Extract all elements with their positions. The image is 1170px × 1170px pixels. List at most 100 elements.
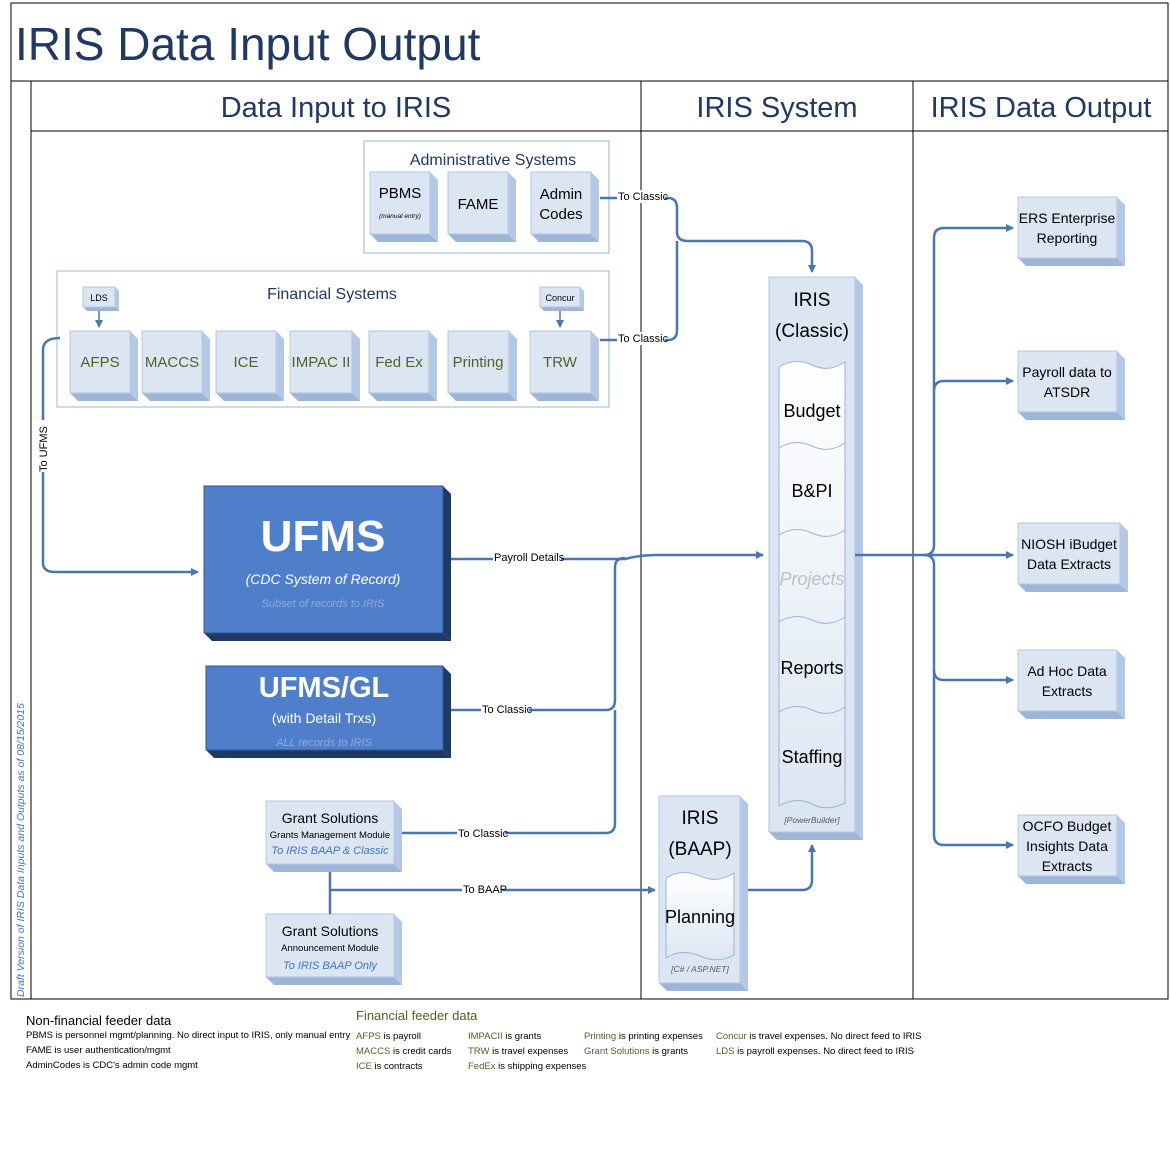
administrative-systems-group: Administrative Systems PBMS (manual entr… <box>363 140 610 254</box>
maccs-box: MACCS <box>141 330 210 401</box>
legend-item: IMPACII is grants <box>468 1031 542 1042</box>
flow-to-payroll-atsdr <box>932 377 1014 392</box>
module-divider-2 <box>778 529 846 537</box>
header-data-output: IRIS Data Output <box>931 92 1152 124</box>
output-3-line-2: Data Extracts <box>1027 556 1111 572</box>
grant-ann-title: Grant Solutions <box>282 923 379 939</box>
flow-classic-to-output-trunk <box>855 224 1014 557</box>
label-to-classic-financial: To Classic <box>618 333 669 345</box>
ice-box: ICE <box>215 330 284 401</box>
flow-admin-to-classic <box>600 196 816 273</box>
iris-baap-title-1: IRIS <box>682 808 719 829</box>
pbms-label: PBMS <box>379 185 422 202</box>
iris-classic-module-reports: Reports <box>780 658 843 678</box>
ufms-gl-subtitle: (with Detail Trxs) <box>272 710 376 726</box>
pbms-sublabel: (manual entry) <box>379 213 421 220</box>
trw-box: TRW <box>529 330 599 401</box>
output-ocfo-budget-box: OCFO Budget Insights Data Extracts <box>1017 814 1125 884</box>
ufms-title: UFMS <box>261 512 386 561</box>
flow-to-ocfo <box>932 670 1014 849</box>
flow-baap-to-classic <box>748 844 816 892</box>
flow-financial-to-classic <box>600 241 679 342</box>
lds-label: LDS <box>90 293 108 303</box>
output-5-line-2: Insights Data <box>1026 838 1108 854</box>
output-5-line-1: OCFO Budget <box>1023 818 1112 834</box>
header-iris-system: IRIS System <box>696 92 857 124</box>
admin-codes-box: Admin Codes <box>530 171 599 242</box>
grant-solutions-announcement-box: Grant Solutions Announcement Module To I… <box>265 913 402 985</box>
iris-classic-platform: [PowerBuilder] <box>783 815 840 825</box>
grant-mgmt-module: Grants Management Module <box>270 830 390 841</box>
iris-classic-title-1: IRIS <box>794 290 831 311</box>
legend-item: Grant Solutions is grants <box>584 1046 689 1057</box>
legend-item: FAME is user authentication/mgmt <box>26 1045 171 1056</box>
flow-ufms-payroll-to-classic <box>451 551 764 561</box>
lds-box: LDS <box>82 286 119 311</box>
legend-item: MACCS is credit cards <box>356 1046 452 1057</box>
afps-label: AFPS <box>80 354 119 371</box>
financial-systems-title: Financial Systems <box>267 286 397 303</box>
iris-baap-module-planning: Planning <box>665 907 735 927</box>
concur-label: Concur <box>545 293 574 303</box>
output-4-line-2: Extracts <box>1042 683 1093 699</box>
flow-grants-to-classic <box>402 710 617 835</box>
administrative-systems-title: Administrative Systems <box>410 152 576 169</box>
iris-classic-module-stack <box>778 361 846 809</box>
module-divider-3 <box>778 616 846 624</box>
legend-item: LDS is payroll expenses. No direct feed … <box>716 1046 915 1057</box>
fedex-label: Fed Ex <box>375 354 423 371</box>
printing-box: Printing <box>447 330 517 401</box>
iris-classic-module-projects: Projects <box>779 569 844 589</box>
ufms-gl-box: UFMS/GL (with Detail Trxs) ALL records t… <box>205 665 451 758</box>
afps-box: AFPS <box>69 330 138 401</box>
fame-label: FAME <box>458 196 499 213</box>
iris-baap-planning-module <box>665 872 735 961</box>
grant-ann-module: Announcement Module <box>281 943 379 954</box>
output-4-line-1: Ad Hoc Data <box>1027 663 1107 679</box>
legend-non-financial: Non-financial feeder data PBMS is person… <box>26 1013 350 1073</box>
header-data-input: Data Input to IRIS <box>221 92 452 124</box>
legend-item: AdminCodes is CDC's admin code mgmt <box>26 1060 198 1071</box>
ufms-gl-title: UFMS/GL <box>259 672 390 704</box>
pbms-box: PBMS (manual entry) <box>369 171 438 242</box>
maccs-label: MACCS <box>145 354 199 371</box>
label-to-classic-gl: To Classic <box>482 704 533 716</box>
ufms-box: UFMS (CDC System of Record) Subset of re… <box>203 485 451 641</box>
iris-classic-box: IRIS (Classic) Budget B&PI Projects Repo… <box>768 276 863 840</box>
output-1-line-1: ERS Enterprise <box>1019 210 1116 226</box>
flow-gl-to-classic <box>451 556 626 712</box>
label-to-classic-admin: To Classic <box>618 191 669 203</box>
legend-non-financial-title: Non-financial feeder data <box>26 1013 172 1028</box>
grant-solutions-management-box: Grant Solutions Grants Management Module… <box>265 800 402 872</box>
output-niosh-ibudget-box: NIOSH iBudget Data Extracts <box>1017 522 1128 592</box>
financial-systems-group: Financial Systems LDS Concur AFPS MACCS <box>56 270 610 408</box>
flow-afps-to-ufms <box>41 336 199 576</box>
legend-item: TRW is travel expenses <box>468 1046 569 1057</box>
flow-to-ad-hoc <box>923 553 1014 684</box>
output-5-line-3: Extracts <box>1042 858 1093 874</box>
admin-codes-label-2: Codes <box>539 206 582 223</box>
module-divider-4 <box>778 706 846 714</box>
output-1-line-2: Reporting <box>1037 230 1098 246</box>
concur-box: Concur <box>539 286 584 311</box>
legend-item: Concur is travel expenses. No direct fee… <box>716 1031 922 1042</box>
label-payroll-details: Payroll Details <box>494 552 565 564</box>
legend-item: FedEx is shipping expenses <box>468 1061 587 1072</box>
ufms-subtitle: (CDC System of Record) <box>246 571 401 587</box>
label-to-ufms: To UFMS <box>38 426 50 472</box>
legend-financial-col-3: Printing is printing expenses Grant Solu… <box>584 1029 703 1059</box>
output-payroll-atsdr-box: Payroll data to ATSDR <box>1017 350 1125 420</box>
legend-item: ICE is contracts <box>356 1061 423 1072</box>
output-3-line-1: NIOSH iBudget <box>1021 536 1117 552</box>
iris-baap-platform: [C# / ASP.NET] <box>670 964 729 974</box>
output-ad-hoc-box: Ad Hoc Data Extracts <box>1017 649 1125 719</box>
legend-financial-col-2: IMPACII is grants TRW is travel expenses… <box>468 1029 586 1074</box>
legend-financial-col-4: Concur is travel expenses. No direct fee… <box>716 1029 921 1059</box>
output-2-line-1: Payroll data to <box>1022 364 1112 380</box>
draft-version-note: Draft Version of IRIS Data Inputs and Ou… <box>15 703 27 997</box>
legend-item: Printing is printing expenses <box>584 1031 703 1042</box>
trw-label: TRW <box>543 354 578 371</box>
page-title: IRIS Data Input Output <box>15 18 481 70</box>
impac-ii-label: IMPAC II <box>292 354 351 371</box>
grant-mgmt-target: To IRIS BAAP & Classic <box>271 845 389 857</box>
